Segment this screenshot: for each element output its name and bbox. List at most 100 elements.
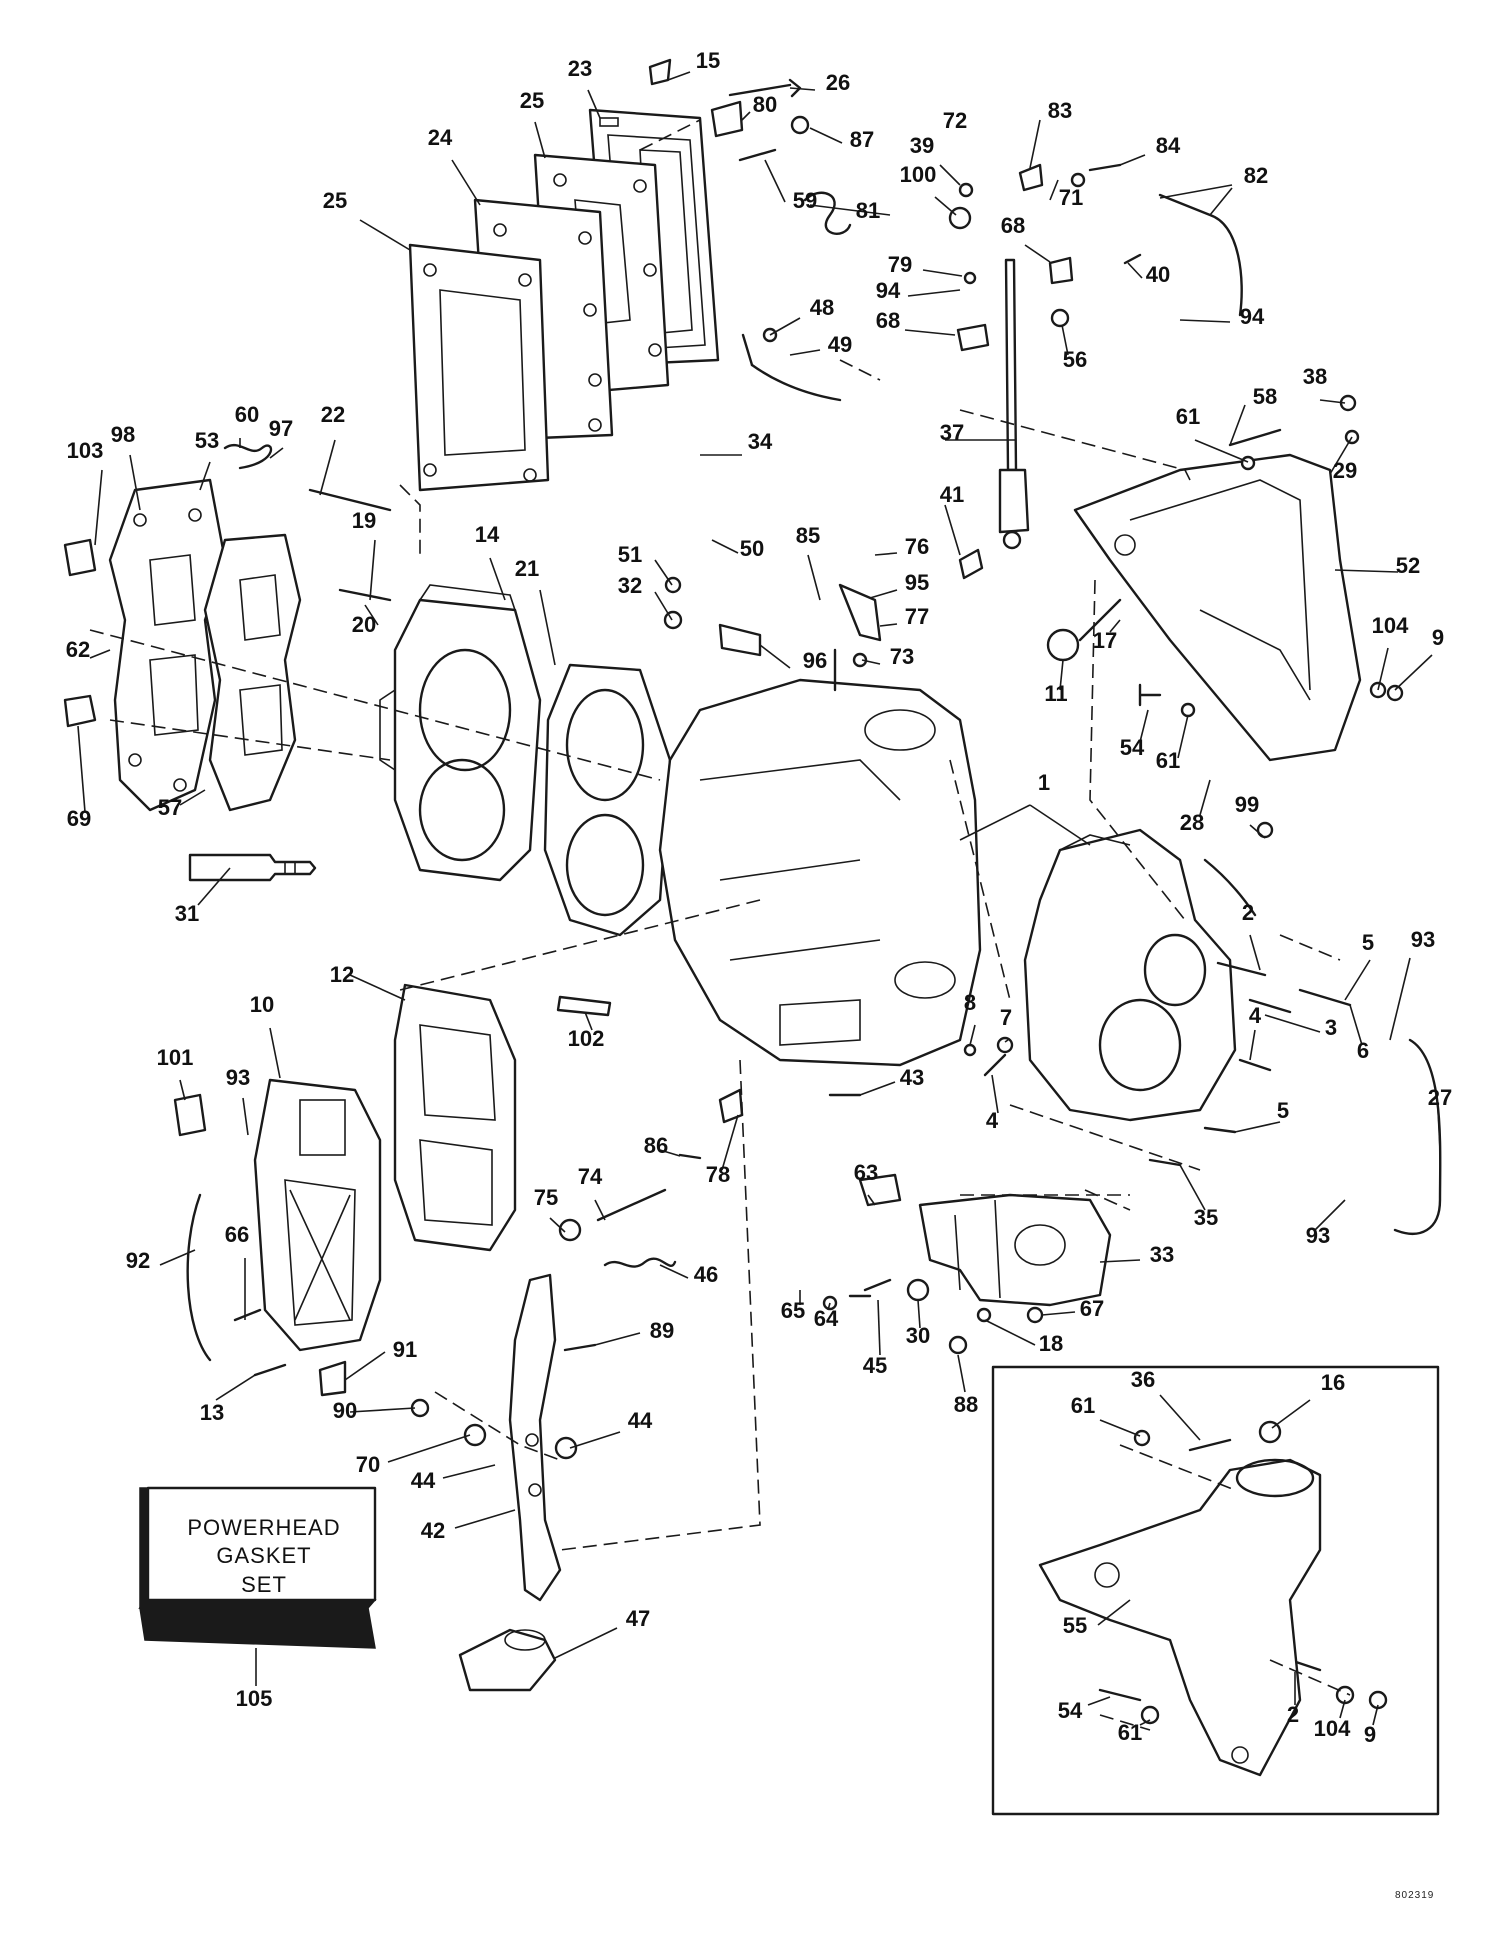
callout-c102: 102: [568, 1026, 605, 1051]
callout-c64: 64: [814, 1306, 839, 1331]
callout-c14: 14: [475, 522, 500, 547]
callout-c39: 39: [910, 133, 934, 158]
callout-c35: 35: [1194, 1205, 1218, 1230]
callout-c57: 57: [158, 795, 182, 820]
gasket-set-line2: GASKET: [216, 1543, 311, 1568]
callout-c86: 86: [644, 1133, 668, 1158]
callout-c7: 7: [1000, 1005, 1012, 1030]
callout-c100: 100: [900, 162, 937, 187]
callout-c56: 56: [1063, 347, 1087, 372]
intake-manifold: [253, 1078, 382, 1352]
callout-c22: 22: [321, 402, 345, 427]
callout-c4b: 4: [986, 1108, 999, 1133]
callout-c1: 1: [1038, 770, 1050, 795]
callout-c101: 101: [157, 1045, 194, 1070]
callout-c68a: 68: [1001, 213, 1025, 238]
callout-c82: 82: [1244, 163, 1268, 188]
callout-c93b: 93: [226, 1065, 250, 1090]
callout-c38: 38: [1303, 364, 1327, 389]
linkage-rod: [998, 258, 1030, 550]
callout-c61a: 61: [1176, 404, 1200, 429]
callout-c49: 49: [828, 332, 852, 357]
transfer-port-gasket: [203, 533, 302, 812]
callout-c95: 95: [905, 570, 929, 595]
callout-c99: 99: [1235, 792, 1259, 817]
callout-c93c: 93: [1306, 1223, 1330, 1248]
callout-c41: 41: [940, 482, 964, 507]
leader-lines: [77, 71, 1441, 1726]
intake-gasket: [393, 983, 517, 1252]
callout-c68b: 68: [876, 308, 900, 333]
callout-c75: 75: [534, 1185, 558, 1210]
callout-c98: 98: [111, 422, 135, 447]
callout-c3: 3: [1325, 1015, 1337, 1040]
callout-c48: 48: [810, 295, 834, 320]
callout-c25b: 25: [323, 188, 347, 213]
callout-c44a: 44: [628, 1408, 653, 1433]
callout-c17: 17: [1093, 628, 1117, 653]
callout-c96: 96: [803, 648, 827, 673]
callout-c84: 84: [1156, 133, 1181, 158]
callout-c16: 16: [1321, 1370, 1345, 1395]
callout-c34: 34: [748, 429, 773, 454]
assembly-lines: [89, 119, 1351, 1731]
callout-c104b: 104: [1314, 1716, 1351, 1741]
callout-c6: 6: [1357, 1038, 1369, 1063]
callout-c61b: 61: [1156, 748, 1180, 773]
callout-c42: 42: [421, 1518, 445, 1543]
callout-c70: 70: [356, 1452, 380, 1477]
callout-c21: 21: [515, 556, 539, 581]
callout-c104a: 104: [1372, 613, 1409, 638]
callout-c45: 45: [863, 1353, 887, 1378]
callout-c8: 8: [964, 990, 976, 1015]
callout-c10: 10: [250, 992, 274, 1017]
callout-c55: 55: [1063, 1613, 1087, 1638]
callout-c59: 59: [793, 188, 817, 213]
callout-c54b: 54: [1058, 1698, 1083, 1723]
callout-c90: 90: [333, 1398, 357, 1423]
head-gasket: [543, 663, 672, 937]
callout-c53: 53: [195, 428, 219, 453]
callout-c20: 20: [352, 612, 376, 637]
callout-c2a: 2: [1242, 900, 1254, 925]
figure-code: 802319: [1395, 1890, 1434, 1901]
callout-c76: 76: [905, 534, 929, 559]
callout-c24: 24: [428, 125, 453, 150]
callout-c79: 79: [888, 252, 912, 277]
gasket-set-line1: POWERHEAD: [187, 1515, 340, 1540]
callout-c61d: 61: [1118, 1720, 1142, 1745]
callout-c80: 80: [753, 92, 777, 117]
callout-c50: 50: [740, 536, 764, 561]
gasket-set-box: POWERHEAD GASKET SET: [138, 1486, 377, 1649]
callout-c72: 72: [943, 108, 967, 133]
callout-c69: 69: [67, 806, 91, 831]
callout-c73: 73: [890, 644, 914, 669]
callout-c2b: 2: [1287, 1702, 1299, 1727]
callout-c40: 40: [1146, 262, 1170, 287]
callout-c77: 77: [905, 604, 929, 629]
callout-c23: 23: [568, 56, 592, 81]
callout-c12: 12: [330, 962, 354, 987]
callout-c5b: 5: [1277, 1098, 1289, 1123]
callout-c19: 19: [352, 508, 376, 533]
callout-c28: 28: [1180, 810, 1204, 835]
callout-c46: 46: [694, 1262, 718, 1287]
callout-c74: 74: [578, 1164, 603, 1189]
callout-c30: 30: [906, 1323, 930, 1348]
callout-c11: 11: [1044, 681, 1067, 706]
support-bracket: [918, 1193, 1112, 1307]
callout-c31: 31: [175, 901, 199, 926]
callout-c9b: 9: [1364, 1722, 1376, 1747]
callout-c60: 60: [235, 402, 259, 427]
throttle-lever: [508, 1273, 562, 1602]
throttle-bracket: [1073, 453, 1362, 762]
callout-c87: 87: [850, 127, 874, 152]
callout-c9a: 9: [1432, 625, 1444, 650]
callout-c32: 32: [618, 573, 642, 598]
callout-c33: 33: [1150, 1242, 1174, 1267]
callout-c94a: 94: [876, 278, 901, 303]
callout-c61c: 61: [1071, 1393, 1095, 1418]
callout-c5a: 5: [1362, 930, 1374, 955]
exhaust-gasket-inner: [408, 243, 550, 492]
